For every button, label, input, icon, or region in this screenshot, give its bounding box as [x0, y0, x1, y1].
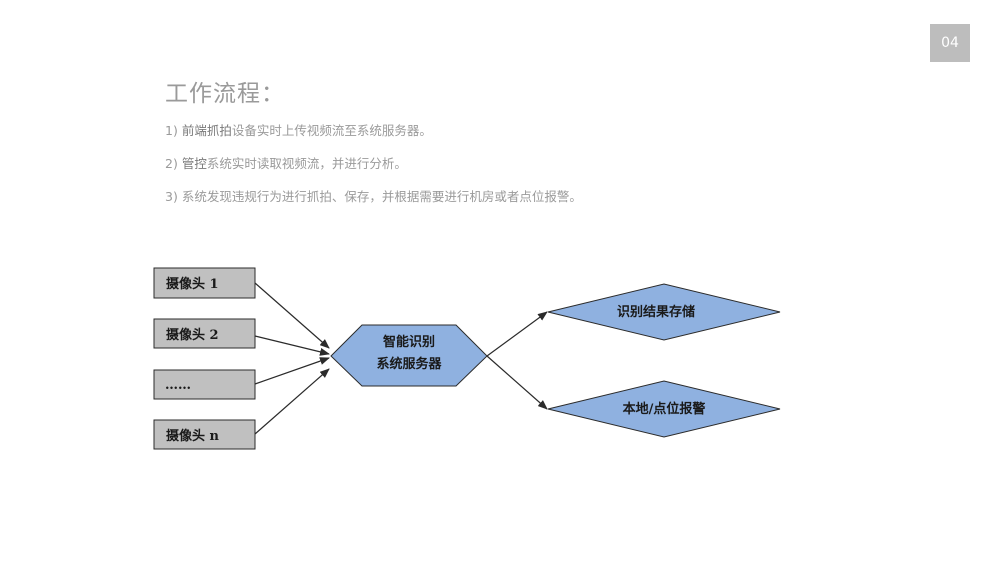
alarm-node-label: 本地/点位报警 [623, 401, 706, 417]
step-1-text: 设备实时上传视频流至系统服务器。 [231, 123, 432, 138]
camera-node-1-label: 摄像头 1 [166, 276, 219, 292]
page-number: 04 [930, 24, 970, 62]
step-3-text: 系统发现违规行为进行抓拍、保存，并根据需要进行机房或者点位报警。 [181, 189, 582, 204]
step-2-emphasis: 管控 [181, 156, 207, 171]
storage-node: 识别结果存储 [547, 283, 781, 341]
step-3-number: 3) [165, 189, 178, 204]
camera-node-1: 摄像头 1 [153, 267, 256, 299]
page-title: 工作流程： [165, 81, 285, 107]
camera-node-ellipsis: …… [153, 369, 256, 400]
camera-node-ellipsis-label: …… [165, 378, 191, 393]
camera-node-2-label: 摄像头 2 [166, 327, 219, 343]
server-node-label-line2: 系统服务器 [376, 356, 442, 372]
storage-node-label: 识别结果存储 [617, 304, 695, 320]
server-node-label-line1: 智能识别 [383, 334, 435, 350]
arrow-camera3-to-server [254, 357, 330, 385]
step-2-number: 2) [165, 156, 178, 171]
step-3: 3) 系统发现违规行为进行抓拍、保存，并根据需要进行机房或者点位报警。 [165, 186, 582, 205]
arrow-camera2-to-server [254, 335, 330, 356]
step-1: 1) 前端抓拍设备实时上传视频流至系统服务器。 [165, 120, 432, 139]
arrow-server-to-alarm [486, 355, 548, 410]
arrow-camera1-to-server [254, 282, 330, 349]
step-2-text: 系统实时读取视频流，并进行分析。 [206, 156, 407, 171]
step-2: 2) 管控系统实时读取视频流，并进行分析。 [165, 153, 407, 172]
camera-node-2: 摄像头 2 [153, 318, 256, 349]
server-node: 智能识别 系统服务器 [330, 324, 488, 387]
step-1-emphasis: 前端抓拍 [181, 123, 232, 138]
arrow-server-to-storage [486, 311, 548, 357]
alarm-node: 本地/点位报警 [547, 380, 781, 438]
camera-node-n: 摄像头 n [153, 419, 256, 450]
step-1-number: 1) [165, 123, 178, 138]
arrow-cameran-to-server [254, 368, 330, 435]
camera-node-n-label: 摄像头 n [166, 428, 220, 444]
